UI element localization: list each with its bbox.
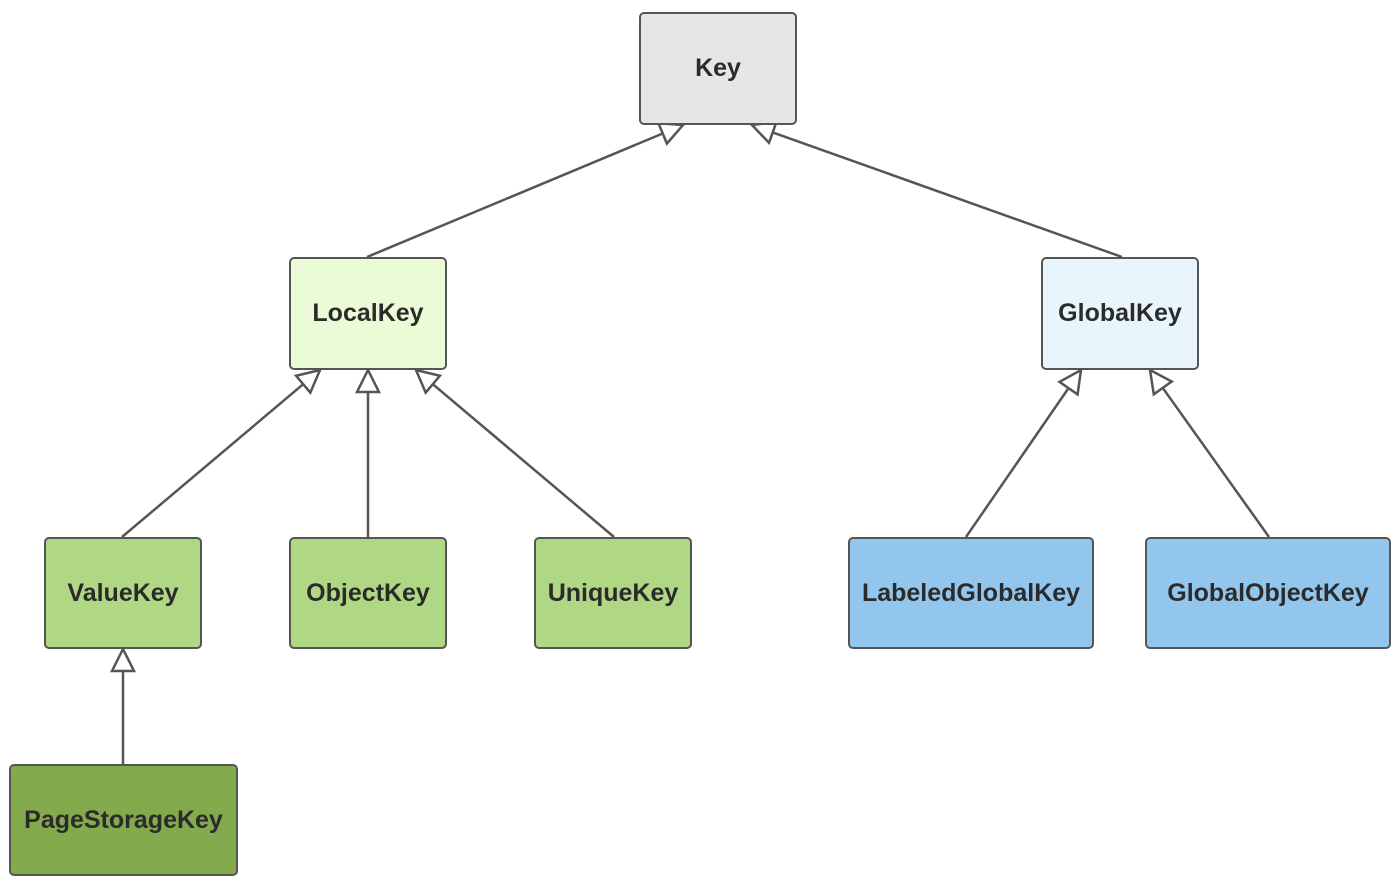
node-label: ObjectKey [306, 578, 430, 607]
node-labeled-global-key: LabeledGlobalKey [848, 537, 1094, 649]
inheritance-arrowhead [1148, 367, 1175, 397]
node-label: PageStorageKey [24, 805, 223, 834]
node-key: Key [639, 12, 797, 125]
node-label: UniqueKey [547, 578, 679, 607]
inheritance-arrowhead [749, 120, 779, 146]
node-label: GlobalObjectKey [1167, 578, 1369, 607]
inheritance-arrowhead [109, 646, 137, 673]
inheritance-arrowhead [1057, 367, 1083, 397]
inheritance-arrowhead [413, 368, 443, 395]
edge-local-to-key [366, 132, 664, 259]
node-value-key: ValueKey [44, 537, 202, 649]
node-label: GlobalKey [1058, 299, 1182, 327]
inheritance-arrowhead [354, 367, 382, 394]
node-local-key: LocalKey [289, 257, 447, 370]
edge-globalobj-to-global [1161, 387, 1271, 538]
node-label: LocalKey [312, 299, 424, 327]
node-label: ValueKey [67, 578, 179, 607]
edge-value-to-local [121, 383, 304, 538]
inheritance-arrowhead [656, 121, 686, 146]
edge-unique-to-local [432, 383, 615, 538]
node-page-storage-key: PageStorageKey [9, 764, 238, 876]
edge-labeled-to-global [964, 387, 1070, 538]
node-unique-key: UniqueKey [534, 537, 692, 649]
edge-global-to-key [772, 131, 1123, 259]
node-object-key: ObjectKey [289, 537, 447, 649]
node-global-object-key: GlobalObjectKey [1145, 537, 1391, 649]
inheritance-arrowhead [293, 368, 323, 395]
node-label: LabeledGlobalKey [861, 578, 1081, 607]
node-label: Key [695, 54, 741, 82]
node-global-key: GlobalKey [1041, 257, 1199, 370]
